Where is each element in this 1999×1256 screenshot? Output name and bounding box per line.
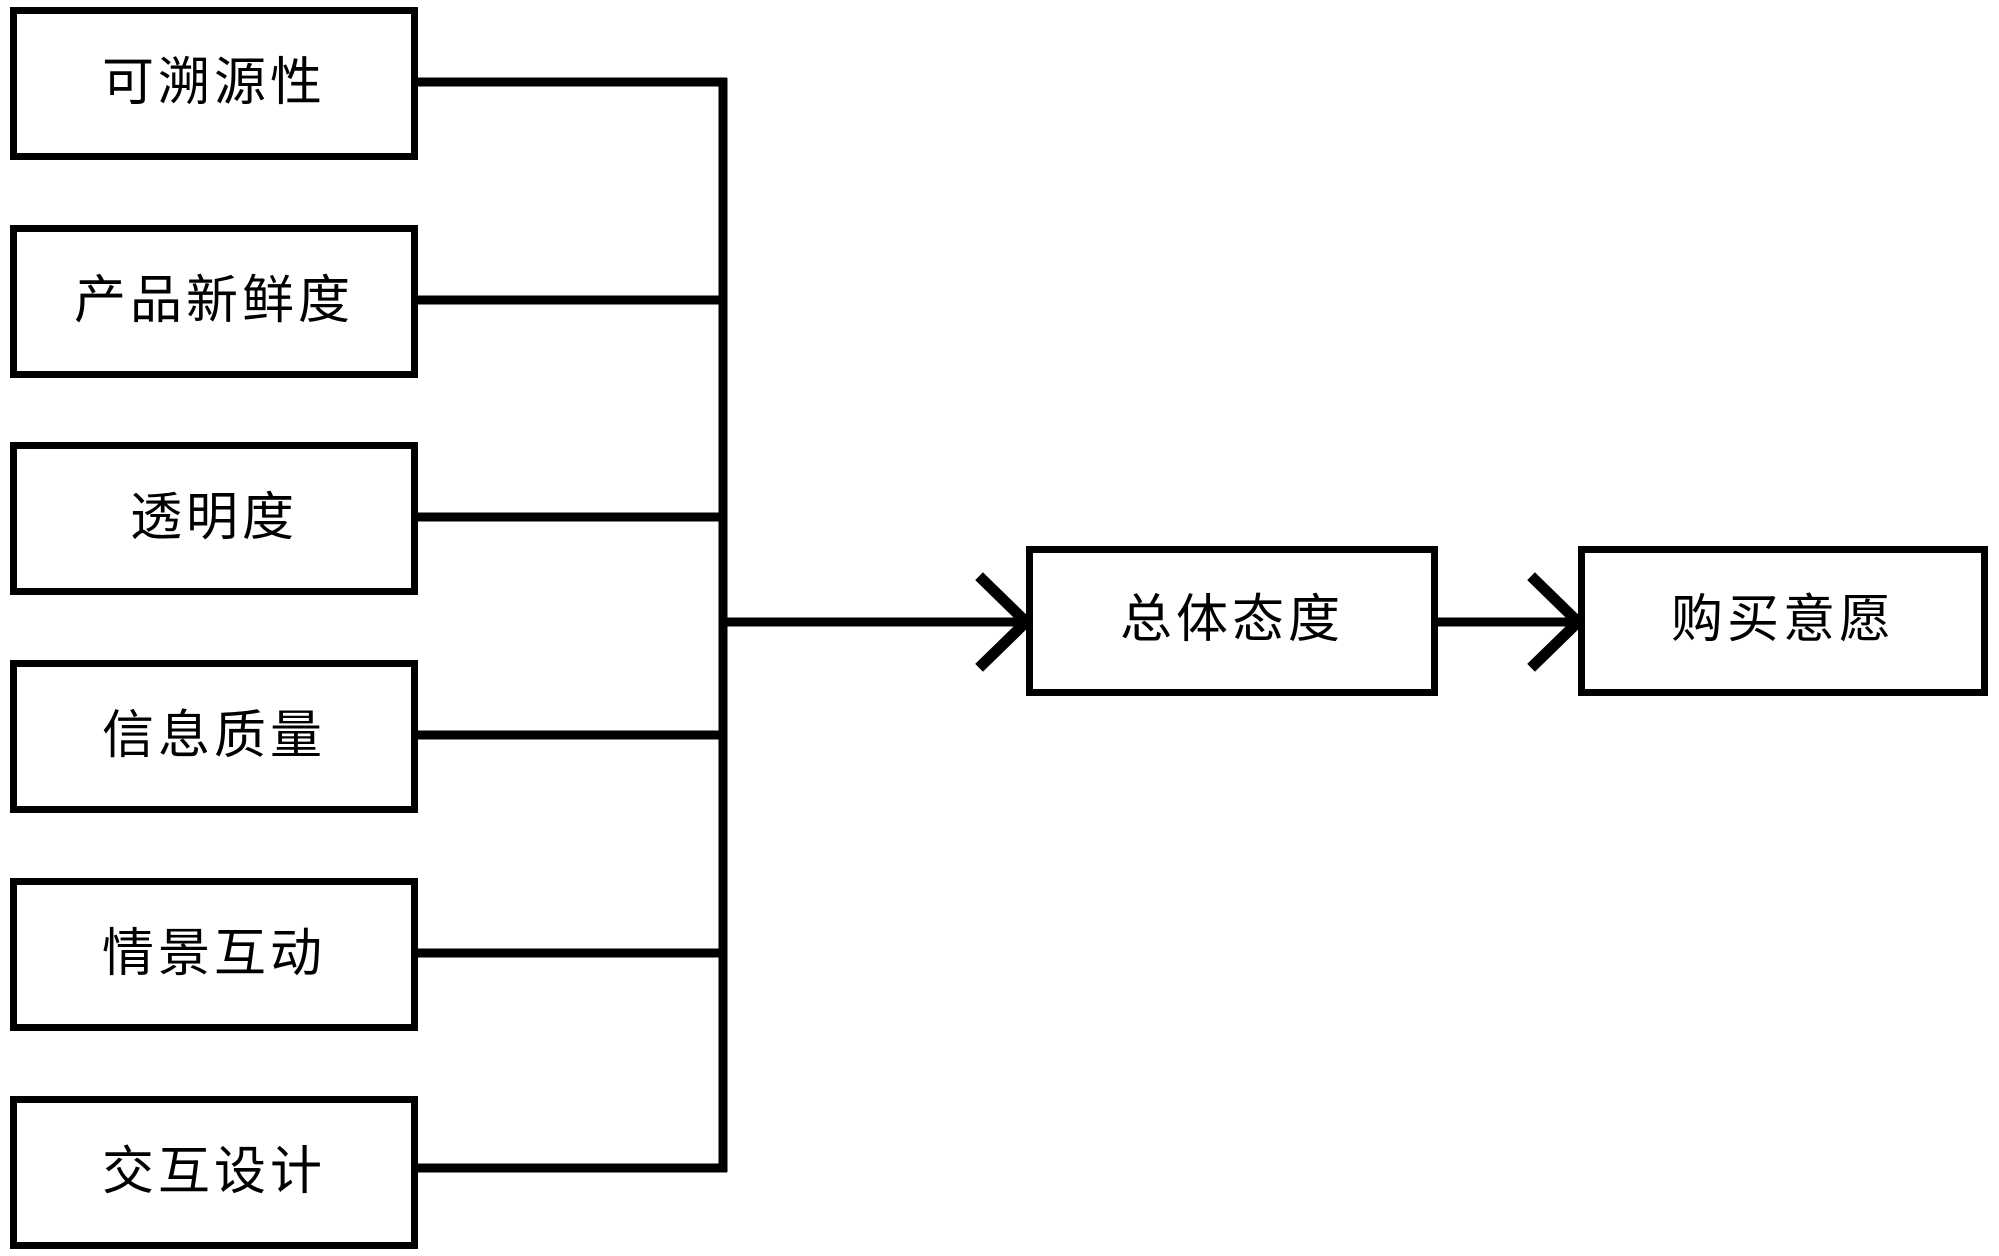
node-label-product-freshness: 产品新鲜度: [73, 272, 354, 330]
node-interaction-design[interactable]: 交互设计: [10, 1096, 418, 1249]
arrow-overall-attitude-to-purchase-intention-head: [1527, 572, 1586, 672]
node-label-overall-attitude: 总体态度: [1119, 592, 1344, 649]
node-product-freshness[interactable]: 产品新鲜度: [10, 225, 418, 378]
node-label-purchase-intention: 购买意愿: [1670, 592, 1895, 649]
node-label-scenario-interaction: 情景互动: [101, 925, 326, 983]
node-overall-attitude[interactable]: 总体态度: [1026, 546, 1438, 696]
node-scenario-interaction[interactable]: 情景互动: [10, 878, 418, 1031]
node-traceability[interactable]: 可溯源性: [10, 7, 418, 160]
arrow-bus-to-overall-attitude-head: [975, 572, 1034, 672]
node-purchase-intention[interactable]: 购买意愿: [1578, 546, 1988, 696]
node-label-traceability: 可溯源性: [101, 54, 326, 112]
node-label-information-quality: 信息质量: [101, 707, 326, 765]
node-label-transparency: 透明度: [129, 489, 298, 547]
node-label-interaction-design: 交互设计: [101, 1143, 326, 1201]
node-transparency[interactable]: 透明度: [10, 442, 418, 595]
node-information-quality[interactable]: 信息质量: [10, 660, 418, 813]
